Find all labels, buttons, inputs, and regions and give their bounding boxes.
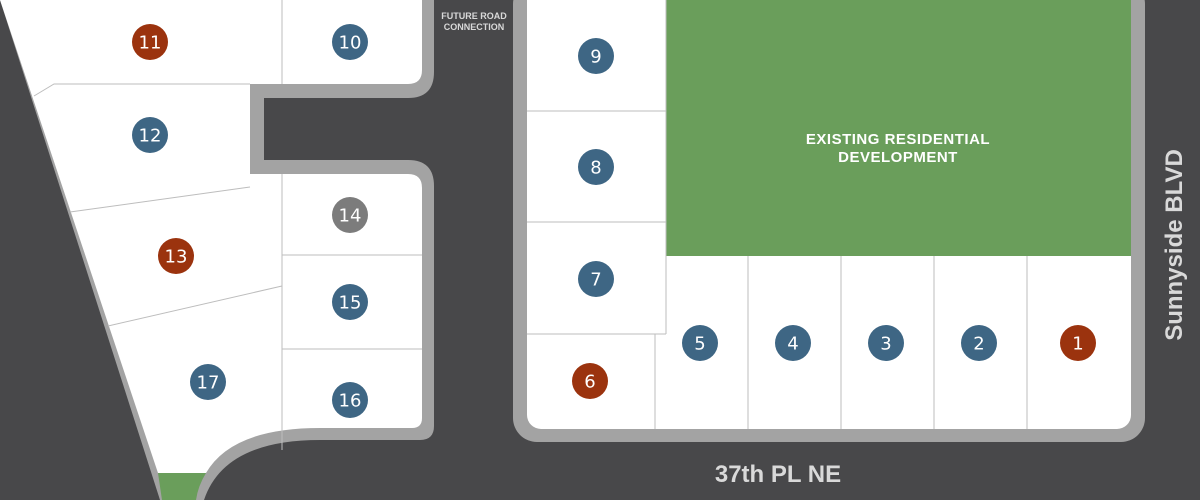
lot-number-label: 17 — [197, 373, 220, 394]
green-strip — [158, 473, 206, 500]
lot-number-label: 9 — [590, 47, 601, 68]
lot-status-circle — [775, 325, 811, 361]
lot-status-circle — [961, 325, 997, 361]
lot-status-circle — [332, 24, 368, 60]
existing-residential-area — [666, 0, 1131, 256]
lot-status-circle — [682, 325, 718, 361]
lot-status-circle — [1060, 325, 1096, 361]
lot-number-label: 10 — [339, 33, 362, 54]
future-road-label-line1: FUTURE ROAD — [441, 11, 507, 21]
lot-number-label: 6 — [584, 372, 595, 393]
lot-marker-13[interactable]: 13 — [158, 238, 194, 274]
lot-marker-14[interactable]: 14 — [332, 197, 368, 233]
lot-marker-8[interactable]: 8 — [578, 149, 614, 185]
lot-status-circle — [578, 38, 614, 74]
lot-status-circle — [132, 117, 168, 153]
existing-residential-label-line2: DEVELOPMENT — [838, 149, 958, 166]
lot-number-label: 3 — [880, 334, 891, 355]
lot-status-circle — [158, 238, 194, 274]
lot-marker-5[interactable]: 5 — [682, 325, 718, 361]
lot-number-label: 2 — [973, 334, 984, 355]
lot-number-label: 1 — [1072, 334, 1083, 355]
left-parcel-area — [0, 0, 422, 473]
lot-marker-2[interactable]: 2 — [961, 325, 997, 361]
lot-number-label: 5 — [694, 334, 705, 355]
lot-number-label: 8 — [590, 158, 601, 179]
lot-marker-7[interactable]: 7 — [578, 261, 614, 297]
lot-marker-9[interactable]: 9 — [578, 38, 614, 74]
lot-status-circle — [578, 261, 614, 297]
lot-status-circle — [868, 325, 904, 361]
lot-status-circle — [132, 24, 168, 60]
lot-status-circle — [572, 363, 608, 399]
lot-marker-3[interactable]: 3 — [868, 325, 904, 361]
lot-marker-15[interactable]: 15 — [332, 284, 368, 320]
lot-marker-12[interactable]: 12 — [132, 117, 168, 153]
lot-status-circle — [190, 364, 226, 400]
lot-number-label: 16 — [339, 391, 362, 412]
lot-number-label: 12 — [139, 126, 162, 147]
lot-marker-1[interactable]: 1 — [1060, 325, 1096, 361]
lot-marker-4[interactable]: 4 — [775, 325, 811, 361]
lot-status-circle — [332, 284, 368, 320]
street-label-37th-pl-ne: 37th PL NE — [715, 461, 841, 488]
lot-number-label: 15 — [339, 293, 362, 314]
lot-number-label: 7 — [590, 270, 601, 291]
existing-residential-label-line1: EXISTING RESIDENTIAL — [806, 131, 990, 148]
lot-status-circle — [578, 149, 614, 185]
lot-marker-11[interactable]: 11 — [132, 24, 168, 60]
right-lot-lines — [527, 0, 1028, 429]
lot-number-label: 11 — [139, 33, 162, 54]
lot-marker-6[interactable]: 6 — [572, 363, 608, 399]
lot-marker-17[interactable]: 17 — [190, 364, 226, 400]
lot-number-label: 13 — [165, 247, 188, 268]
lot-marker-16[interactable]: 16 — [332, 382, 368, 418]
left-lot-lines — [33, 0, 422, 450]
lot-number-label: 4 — [787, 334, 798, 355]
lot-status-circle — [332, 197, 368, 233]
lot-number-label: 14 — [339, 206, 362, 227]
lot-status-circle — [332, 382, 368, 418]
lot-marker-10[interactable]: 10 — [332, 24, 368, 60]
future-road-label-line2: CONNECTION — [444, 22, 505, 32]
street-label-sunnyside-blvd: Sunnyside BLVD — [1161, 149, 1188, 341]
